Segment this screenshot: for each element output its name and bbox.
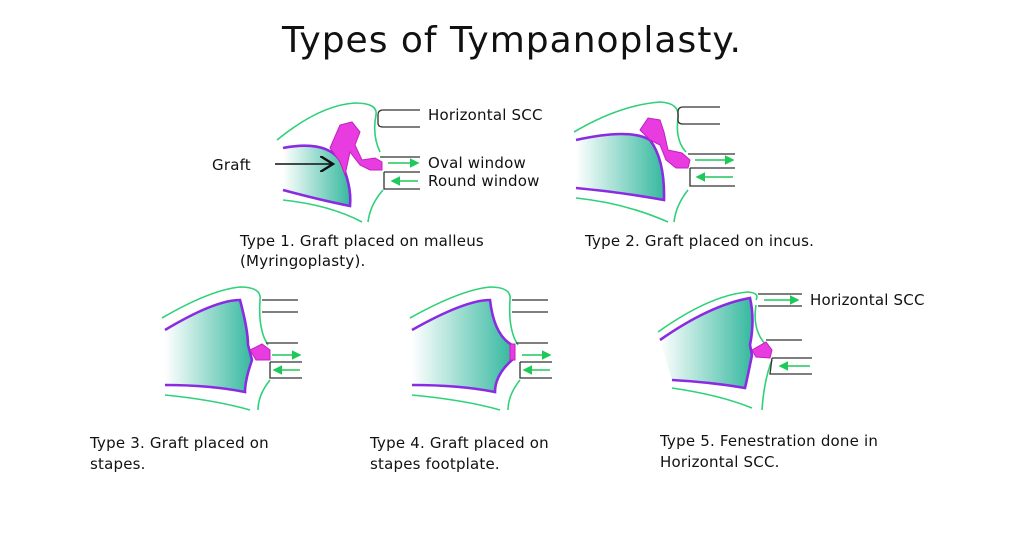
window-lines [688,153,735,187]
middle-ear-cavity [660,298,753,388]
caption-type1-line2: (Myringoplasty). [240,252,366,270]
graft [164,298,254,394]
bone-outline [575,197,669,223]
bone-outline [673,189,689,223]
bone-outline [276,102,381,153]
label-horizontal-scc-type5: Horizontal SCC [810,291,925,309]
type1-diagram [275,102,420,223]
stapes [751,341,773,359]
type5-diagram [657,291,812,411]
bone-outline [282,199,363,223]
bone-outline [754,304,767,346]
label-graft: Graft [212,156,251,174]
label-oval-window: Oval window [428,154,526,172]
scc-canal [377,109,420,128]
stapes [249,343,271,361]
bone-outline [573,101,687,153]
middle-ear-cavity [165,300,252,392]
label-horizontal-scc: Horizontal SCC [428,106,543,124]
caption-type4-line1: Type 4. Graft placed on [370,434,549,452]
caption-type2-line1: Type 2. Graft placed on incus. [585,232,815,250]
caption-type1-line1: Type 1. Graft placed on malleus [240,232,484,250]
bone-outline [507,379,521,411]
bone-outline [164,394,251,411]
caption-type3-line2: stapes. [90,455,146,473]
diagram-title: Types of Tympanoplasty. [282,20,742,61]
incus-stapes [639,117,691,169]
caption-type5-line2: Horizontal SCC. [660,453,780,471]
canal-lines [758,293,812,375]
type4-diagram [409,286,552,411]
caption-type3-line1: Type 3. Graft placed on [90,434,269,452]
scc-canal [677,106,720,125]
canal-lines [262,299,302,379]
ossicles [329,121,383,177]
bone-outline [409,286,519,346]
graft [575,132,666,202]
bone-outline [161,286,269,346]
stapes-footplate [509,343,516,361]
middle-ear-cavity [576,134,665,200]
window-lines [380,156,420,190]
caption-type4-line2: stapes footplate. [370,455,500,473]
canal-lines [512,299,552,379]
bone-outline [257,379,271,411]
graft [659,296,754,390]
caption-type5-line1: Type 5. Fenestration done in [660,432,879,450]
bone-outline [367,189,384,223]
bone-outline [657,291,758,333]
bone-outline [411,394,501,411]
type2-diagram [573,101,735,223]
label-round-window: Round window [428,172,540,190]
type3-diagram [161,286,302,411]
graft [282,144,352,208]
middle-ear-cavity [412,300,512,392]
bone-outline [671,387,753,409]
